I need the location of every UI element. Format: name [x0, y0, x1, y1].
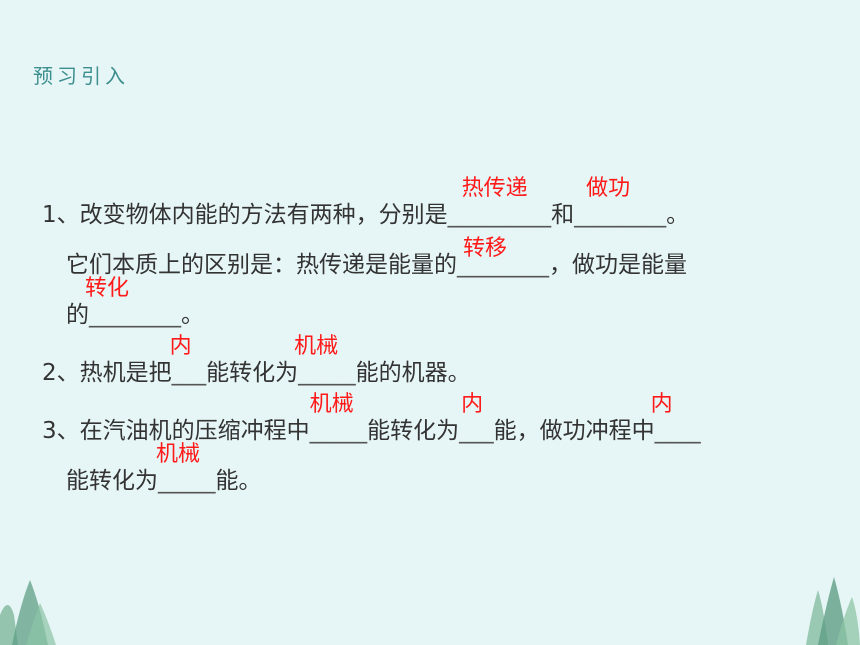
answer-blank: _____机械 — [309, 394, 368, 456]
question-3-line-1: 3、在汽油机的压缩冲程中_____机械能转化为___内能，做功冲程中____内 — [42, 394, 701, 456]
answer-blank: _____机械 — [156, 444, 216, 506]
question-1-text: 它们本质上的区别是：热传递是能量的 — [66, 252, 457, 278]
blank-underline: ________ — [457, 252, 549, 278]
blank-underline: _____ — [309, 418, 368, 444]
blank-underline: ___ — [459, 418, 494, 444]
answer-blank: ____内 — [651, 394, 701, 456]
answer-blank: _____机械 — [294, 336, 356, 398]
answer-text: 内 — [169, 334, 192, 359]
question-2-text: 能的机器。 — [355, 360, 471, 386]
grass-decoration-right — [806, 577, 860, 645]
answer-text: 内 — [650, 392, 673, 417]
answer-text: 机械 — [294, 334, 339, 359]
question-3-text: 在汽油机的压缩冲程中 — [79, 418, 310, 444]
question-3-line-2: 能转化为_____机械能。 — [42, 444, 701, 506]
blank-underline: ________ — [574, 202, 667, 228]
answer-blank: ________转化 — [85, 278, 181, 340]
question-list: 1、改变物体内能的方法有两种，分别是_________热传递和________做… — [42, 178, 701, 506]
answer-text: 内 — [461, 392, 484, 417]
question-2-line: 2、热机是把___内能转化为_____机械能的机器。 — [42, 336, 701, 398]
question-3-text: 能转化为 — [66, 468, 158, 494]
blank-underline: ____ — [654, 418, 701, 444]
question-1-text: 的 — [66, 302, 89, 328]
blank-underline: ________ — [89, 302, 181, 328]
answer-blank: ________做功 — [574, 178, 667, 240]
question-1-text: 和 — [551, 202, 575, 228]
question-1-text: ，做功是能量 — [549, 252, 687, 278]
slide-title: 预习引入 — [33, 64, 129, 88]
question-1-number: 1、 — [42, 202, 80, 228]
answer-text: 机械 — [156, 442, 201, 467]
answer-blank: ________转移 — [457, 236, 549, 290]
question-1-line-1: 1、改变物体内能的方法有两种，分别是_________热传递和________做… — [42, 178, 701, 240]
question-1-text: 改变物体内能的方法有两种，分别是 — [79, 202, 448, 228]
blank-underline: _________ — [447, 202, 552, 228]
answer-text: 转化 — [85, 276, 130, 301]
answer-blank: ___内 — [459, 394, 494, 456]
answer-blank: ___内 — [170, 336, 207, 398]
question-1-line-2: 它们本质上的区别是：热传递是能量的________转移，做功是能量 — [42, 236, 701, 290]
question-2-text: 热机是把 — [79, 360, 172, 386]
grass-decoration-left — [0, 580, 56, 645]
question-3-number: 3、 — [42, 418, 80, 444]
question-3-text: 能，做功冲程中 — [493, 418, 655, 444]
blank-underline: ___ — [171, 360, 207, 386]
answer-text: 机械 — [309, 392, 354, 417]
answer-text: 转移 — [463, 236, 508, 261]
answer-text: 热传递 — [461, 176, 528, 201]
blank-underline: _____ — [298, 360, 356, 386]
question-1-text: 。 — [666, 202, 690, 228]
question-3-text: 能。 — [215, 468, 262, 494]
question-2-text: 能转化为 — [206, 360, 299, 386]
question-1-text: 。 — [181, 302, 204, 328]
question-3-text: 能转化为 — [367, 418, 460, 444]
question-1-line-3: 的________转化。 — [42, 278, 701, 340]
blank-underline: _____ — [158, 468, 216, 494]
answer-blank: _________热传递 — [447, 178, 552, 240]
question-2-number: 2、 — [42, 360, 80, 386]
answer-text: 做功 — [586, 176, 631, 201]
